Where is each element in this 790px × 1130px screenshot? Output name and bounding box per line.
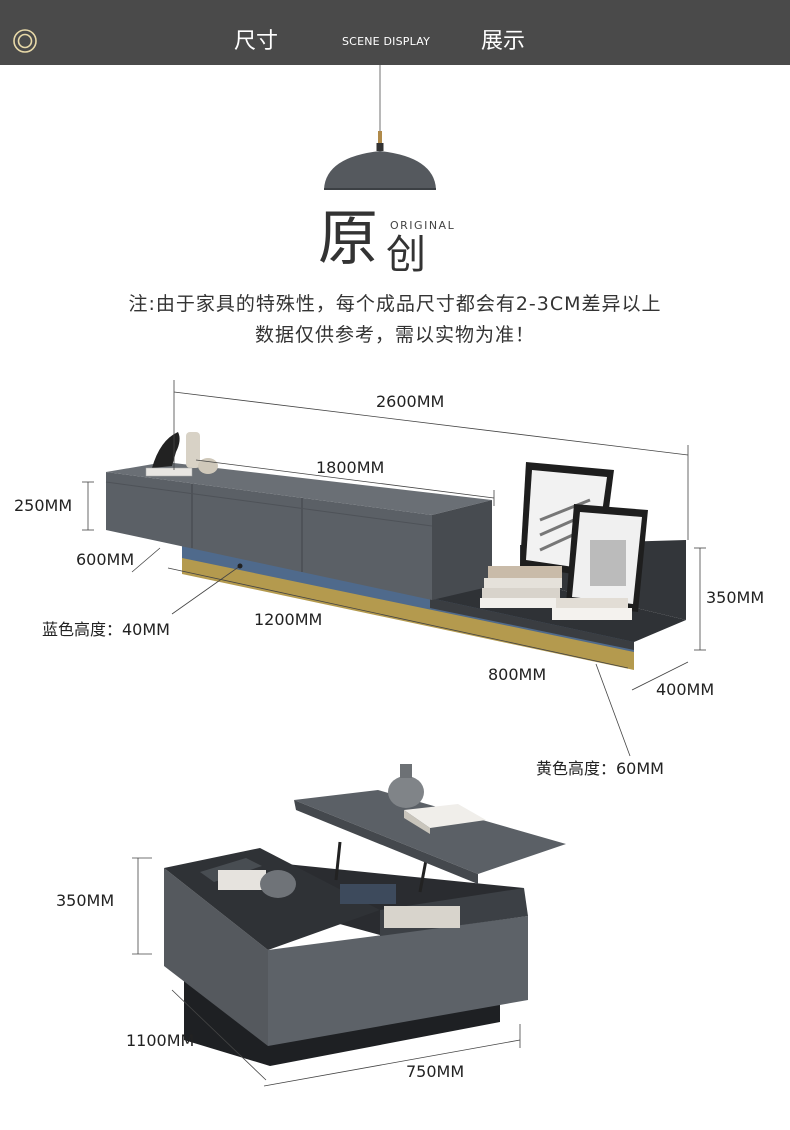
header-bar: 尺寸 SCENE DISPLAY 展示 [0, 0, 790, 65]
note-line-1: 注:由于家具的特殊性，每个成品尺寸都会有2-3CM差异以上 [128, 293, 662, 315]
dim-yellow-height: 黄色高度：60MM [536, 759, 664, 778]
dim-table-height: 350MM [56, 891, 115, 910]
header-display-label: 展示 [481, 29, 526, 54]
pendant-lamp-illustration [324, 65, 436, 190]
dim-table-length: 1100MM [126, 1031, 195, 1050]
dim-table-width: 750MM [406, 1062, 465, 1081]
concentric-circle-logo-icon [13, 29, 37, 53]
dim-total-length: 2600MM [376, 392, 445, 411]
header-size-label: 尺寸 [234, 29, 279, 54]
dim-depth-left: 600MM [76, 550, 135, 569]
header-scene-display-label: SCENE DISPLAY [342, 35, 430, 48]
dim-blue-height: 蓝色高度：40MM [42, 620, 170, 639]
title-english: ORIGINAL [390, 219, 456, 232]
title-second-char: 创 [386, 232, 426, 278]
dim-top-cabinet-length: 1800MM [316, 458, 385, 477]
coffee-table-illustration [132, 764, 566, 1087]
note-line-2: 数据仅供参考，需以实物为准！ [254, 324, 535, 346]
dim-height-left: 250MM [14, 496, 73, 515]
title-main-char: 原 [318, 204, 378, 274]
dim-base-length: 1200MM [254, 610, 323, 629]
dim-side-length: 800MM [488, 665, 547, 684]
dim-back-height: 350MM [706, 588, 765, 607]
tv-cabinet-illustration [82, 380, 706, 757]
dim-depth-right: 400MM [656, 680, 715, 699]
